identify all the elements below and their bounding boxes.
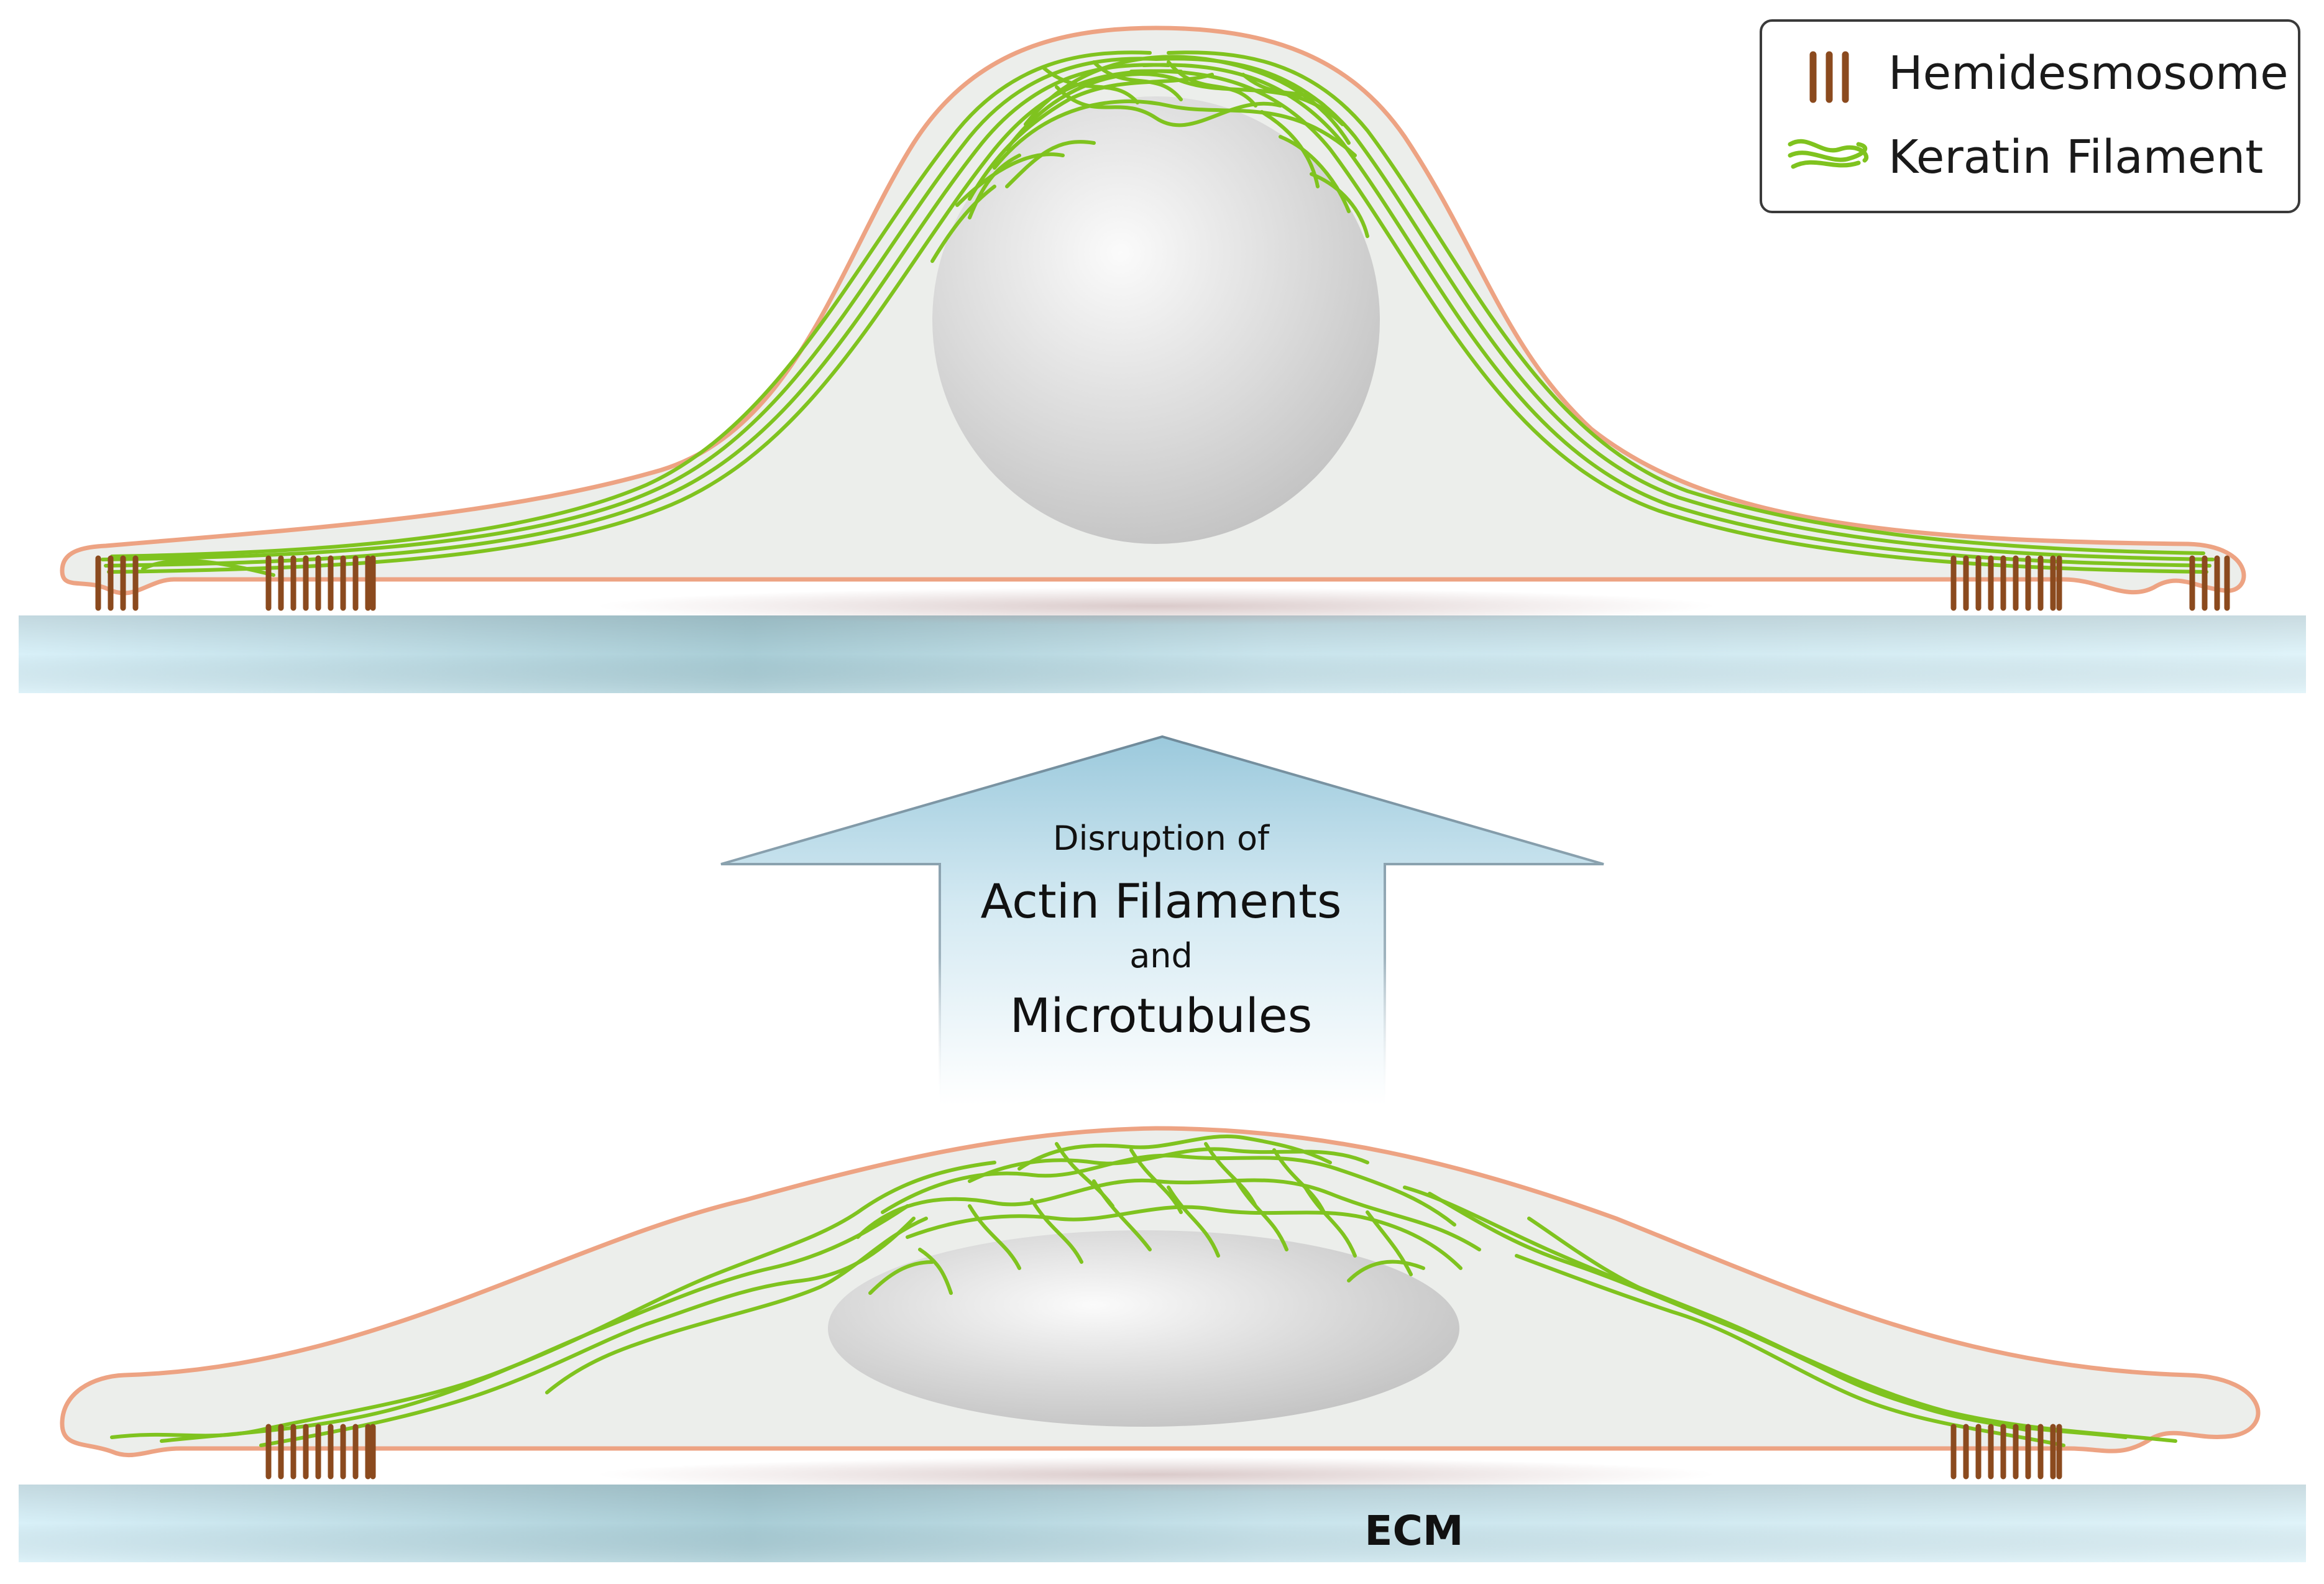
top-hemidesmosome-right <box>1950 555 2062 611</box>
top-hemidesmosome-left <box>265 555 376 611</box>
top-hemidesmosome-right-edge <box>2189 555 2230 611</box>
top-cell <box>19 25 2306 693</box>
keratin-legend-icon <box>1788 139 1868 169</box>
arrow-text-disruption: Disruption of <box>1053 819 1270 858</box>
disruption-arrow: Disruption of Actin Filaments and Microt… <box>720 735 1604 1105</box>
arrow-body <box>721 737 1604 1105</box>
legend-box <box>1760 19 2300 213</box>
bottom-hemidesmosomes <box>265 1424 2062 1480</box>
legend: Hemidesmosome Keratin Filament <box>1760 19 2300 213</box>
top-hemidesmosome-left-edge <box>95 555 139 611</box>
legend-keratin-label: Keratin Filament <box>1888 131 2263 184</box>
bottom-nucleus <box>828 1230 1459 1427</box>
bottom-cell: ECM <box>19 1126 2306 1562</box>
bottom-hemidesmosome-right <box>1950 1424 2062 1480</box>
top-keratin-filaments <box>101 50 2215 577</box>
arrow-text-microtubules: Microtubules <box>1010 988 1312 1043</box>
arrow-text-and: and <box>1129 936 1193 975</box>
legend-hemidesmosome-label: Hemidesmosome <box>1888 47 2289 100</box>
hemidesmosome-legend-icon <box>1809 51 1849 103</box>
arrow-text-actin-filaments: Actin Filaments <box>980 873 1341 929</box>
top-hemidesmosomes <box>95 555 2230 611</box>
bottom-keratin-filaments <box>110 1134 2177 1447</box>
bottom-hemidesmosome-left <box>265 1424 376 1480</box>
top-nucleus <box>932 96 1380 544</box>
ecm-label: ECM <box>1364 1507 1463 1555</box>
